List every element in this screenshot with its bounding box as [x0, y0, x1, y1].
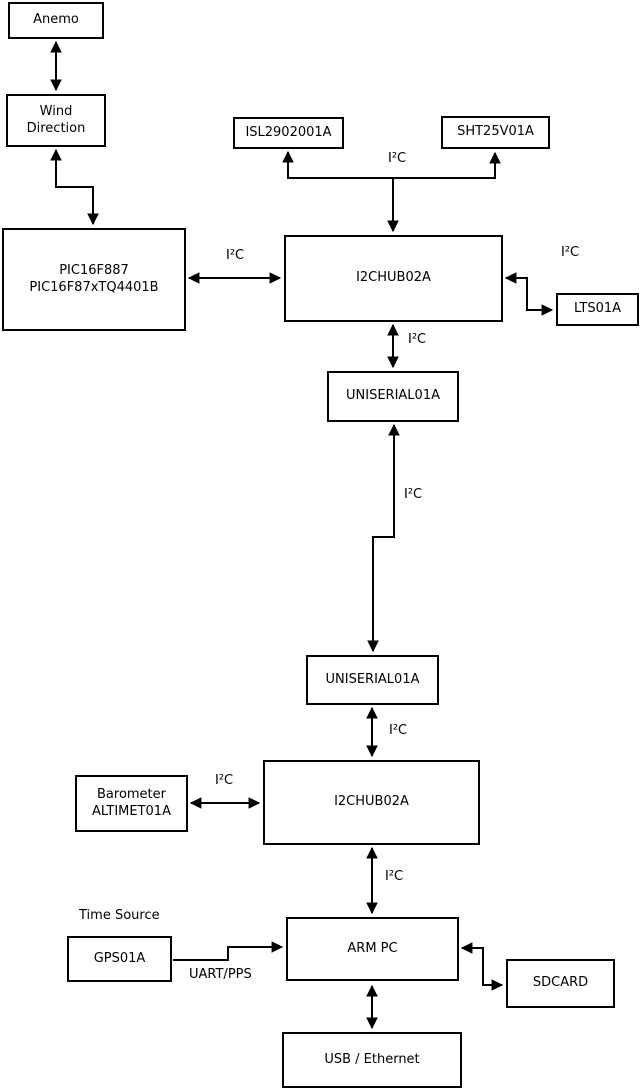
- node-lts01a: LTS01A: [556, 293, 639, 326]
- edge-gps-armpc: [173, 941, 284, 961]
- edge-label-i2c-uniserial-link: I²C: [404, 487, 423, 502]
- edge-label-uart-pps: UART/PPS: [189, 967, 252, 982]
- node-barometer-label-line1: Barometer: [97, 786, 166, 802]
- edge-i2chub-lts: [504, 272, 554, 316]
- node-isl2902001a: ISL2902001A: [233, 117, 344, 149]
- edge-uniserial-uniserial: [367, 423, 400, 653]
- node-i2chub-top: I2CHUB02A: [284, 235, 503, 322]
- node-barometer: Barometer ALTIMET01A: [75, 775, 188, 832]
- edge-label-time-source: Time Source: [79, 908, 160, 923]
- node-pic: PIC16F887 PIC16F87xTQ4401B: [2, 228, 186, 331]
- node-i2chub-top-label: I2CHUB02A: [356, 270, 431, 286]
- edge-label-i2c-hub2-arm: I²C: [385, 869, 404, 884]
- node-uniserial-top-label: UNISERIAL01A: [346, 388, 440, 404]
- edge-i2c-bus-isl-sht: [282, 150, 501, 179]
- node-uniserial-bottom: UNISERIAL01A: [306, 655, 439, 705]
- node-isl2902001a-label: ISL2902001A: [245, 124, 332, 140]
- node-usb-ethernet: USB / Ethernet: [282, 1032, 462, 1088]
- node-uniserial-bottom-label: UNISERIAL01A: [325, 671, 420, 687]
- node-i2chub-bottom: I2CHUB02A: [263, 760, 480, 845]
- node-anemo-label: Anemo: [33, 12, 79, 28]
- node-arm-pc: ARM PC: [286, 917, 459, 981]
- node-arm-pc-label: ARM PC: [347, 940, 398, 956]
- node-wind-direction: Wind Direction: [6, 94, 106, 147]
- node-barometer-label-line2: ALTIMET01A: [92, 803, 171, 819]
- edge-wind-pic: [50, 148, 99, 226]
- node-sdcard: SDCARD: [506, 959, 615, 1008]
- node-i2chub-bottom-label: I2CHUB02A: [334, 794, 409, 810]
- node-pic-label-line2: PIC16F87xTQ4401B: [29, 279, 159, 295]
- node-gps01a-label: GPS01A: [93, 950, 146, 966]
- node-gps01a: GPS01A: [67, 936, 172, 982]
- node-sdcard-label: SDCARD: [532, 975, 589, 991]
- node-sht25v01a: SHT25V01A: [441, 116, 550, 149]
- edge-label-i2c-barometer: I²C: [215, 773, 234, 788]
- node-wind-direction-label-line2: Direction: [26, 120, 86, 136]
- edge-armpc-sdcard: [460, 942, 504, 991]
- node-uniserial-top: UNISERIAL01A: [327, 371, 459, 422]
- node-usb-ethernet-label: USB / Ethernet: [324, 1051, 420, 1067]
- node-wind-direction-label-line1: Wind: [39, 103, 73, 119]
- edge-label-i2c-hub-lts: I²C: [561, 245, 580, 260]
- edge-label-i2c-uniserial-hub2: I²C: [389, 723, 408, 738]
- node-anemo: Anemo: [8, 2, 104, 39]
- node-sht25v01a-label: SHT25V01A: [457, 124, 534, 140]
- edge-label-i2c-bus: I²C: [388, 151, 407, 166]
- edge-label-i2c-hub-uniserial: I²C: [408, 332, 427, 347]
- node-lts01a-label: LTS01A: [573, 301, 622, 317]
- node-pic-label-line1: PIC16F887: [59, 262, 129, 278]
- edge-label-i2c-pic-hub: I²C: [226, 248, 245, 263]
